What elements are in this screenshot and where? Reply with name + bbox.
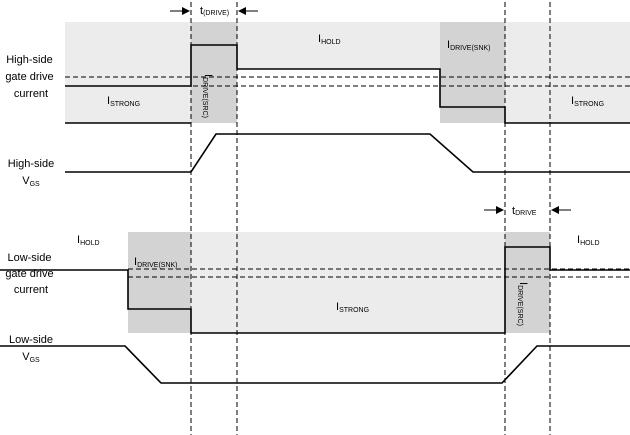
hs-vgs-waveform [65,133,630,173]
ls-strong-region [191,232,505,333]
ls-vgs-waveform [0,345,630,384]
hs-drive-src-label: IDRIVE(SRC) [201,74,214,118]
hs-vgs-label-top: High-side [8,158,54,170]
ls-hold-label-right: IHOLD [577,234,600,247]
t-drive-top-arrow-right-head [238,7,246,15]
ls-vgs-label: VGS [22,351,40,364]
hs-strong-label-right: ISTRONG [571,95,604,108]
hs-hold-region-left [65,22,191,123]
ls-current-label: Low-side gate drive current [5,252,56,296]
hs-hold-region-right [505,22,630,123]
hs-drive-snk-region [440,22,505,123]
hs-strong-label-left: ISTRONG [107,95,140,108]
t-drive-top-arrow-left-head [182,7,190,15]
ls-drive-snk-label: IDRIVE(SNK) [134,256,178,269]
ls-gate-current-waveform [0,246,630,334]
t-drive-top-label: t(DRIVE) [200,5,229,17]
hs-vgs-label: VGS [22,175,40,188]
ls-drive-snk-region [128,232,191,333]
t-drive-bottom-arrow-left-head [496,206,504,214]
t-drive-bottom-arrow-right-head [551,206,559,214]
hs-drive-snk-label: IDRIVE(SNK) [447,39,491,52]
t-drive-bottom-label: tDRIVE [512,205,537,217]
hs-hold-region-mid [237,22,440,69]
hs-gate-current-waveform [65,44,630,124]
ls-vgs-label-top: Low-side [9,334,53,346]
hs-hold-label: IHOLD [318,33,341,46]
hs-current-label: High-side gate drive current [5,54,56,100]
ls-drive-src-region [505,232,550,333]
ls-strong-label: ISTRONG [336,301,369,314]
hs-drive-src-region [191,22,237,123]
ls-hold-label-left: IHOLD [77,234,100,247]
ls-drive-src-label: IDRIVE(SRC) [516,282,529,326]
